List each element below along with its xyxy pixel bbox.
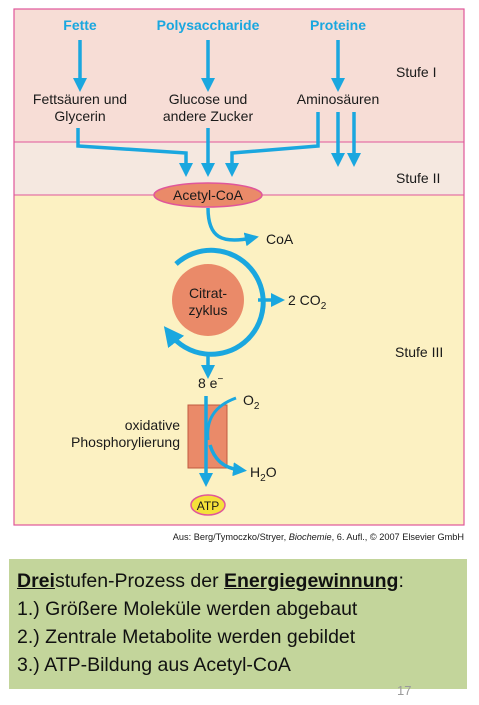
arrow-coa-release <box>206 207 259 247</box>
page-number: 17 <box>397 683 412 698</box>
product-fettsaeuren: Fettsäuren und <box>33 91 127 107</box>
oxphos-label-1: oxidative <box>125 417 180 433</box>
arrow-o2-in <box>206 396 237 441</box>
input-fette: Fette <box>63 17 97 33</box>
citrate-cycle-node <box>172 264 244 336</box>
stage-1-label: Stufe I <box>396 64 436 80</box>
product-glycerin: Glycerin <box>54 108 105 124</box>
summary-item-2: 2.) Zentrale Metabolite werden gebildet <box>17 626 356 648</box>
stage-3-band <box>14 195 464 525</box>
cycle-ring-arrow <box>163 247 266 357</box>
diagram-frame <box>13 8 465 526</box>
summary-heading-energie: Energiegewinnung <box>224 570 399 592</box>
summary-item-1: 1.) Größere Moleküle werden abgebaut <box>17 598 358 620</box>
acetyl-coa-label: Acetyl-CoA <box>173 187 244 203</box>
cycle-label-2: zyklus <box>189 302 228 318</box>
stage-2-label: Stufe II <box>396 170 440 186</box>
co2-label: 2 CO2 <box>288 292 327 312</box>
summary-heading: Dreistufen-Prozess der Energiegewinnung: <box>17 567 459 595</box>
electrons-label: 8 e− <box>198 374 223 391</box>
arrow-amino-to-acetyl <box>225 112 320 177</box>
summary-heading-mid: stufen-Prozess der <box>54 570 225 592</box>
oxphos-label-2: Phosphorylierung <box>71 434 180 450</box>
citation: Aus: Berg/Tymoczko/Stryer, Biochemie, 6.… <box>173 532 464 542</box>
product-zucker: andere Zucker <box>163 108 254 124</box>
product-glucose: Glucose und <box>169 91 248 107</box>
coa-label: CoA <box>266 231 294 247</box>
o2-label: O2 <box>243 392 260 412</box>
summary-item-3: 3.) ATP-Bildung aus Acetyl-CoA <box>17 654 291 676</box>
summary-heading-colon: : <box>398 570 404 592</box>
arrow-h2o-out <box>208 444 247 477</box>
summary-heading-drei: Drei <box>17 570 55 592</box>
atp-label: ATP <box>197 499 219 513</box>
input-polysaccharide: Polysaccharide <box>157 17 260 33</box>
cycle-label-1: Citrat- <box>189 285 227 301</box>
summary-box: Dreistufen-Prozess der Energiegewinnung:… <box>9 559 467 689</box>
h2o-label: H2O <box>250 464 277 484</box>
input-proteine: Proteine <box>310 17 366 33</box>
acetyl-coa-node <box>153 182 263 208</box>
atp-node <box>190 494 226 516</box>
stage-3-label: Stufe III <box>395 344 443 360</box>
stage-1-band <box>14 9 464 142</box>
arrow-fette-to-acetyl <box>76 128 193 177</box>
product-aminosaeuren: Aminosäuren <box>297 91 380 107</box>
